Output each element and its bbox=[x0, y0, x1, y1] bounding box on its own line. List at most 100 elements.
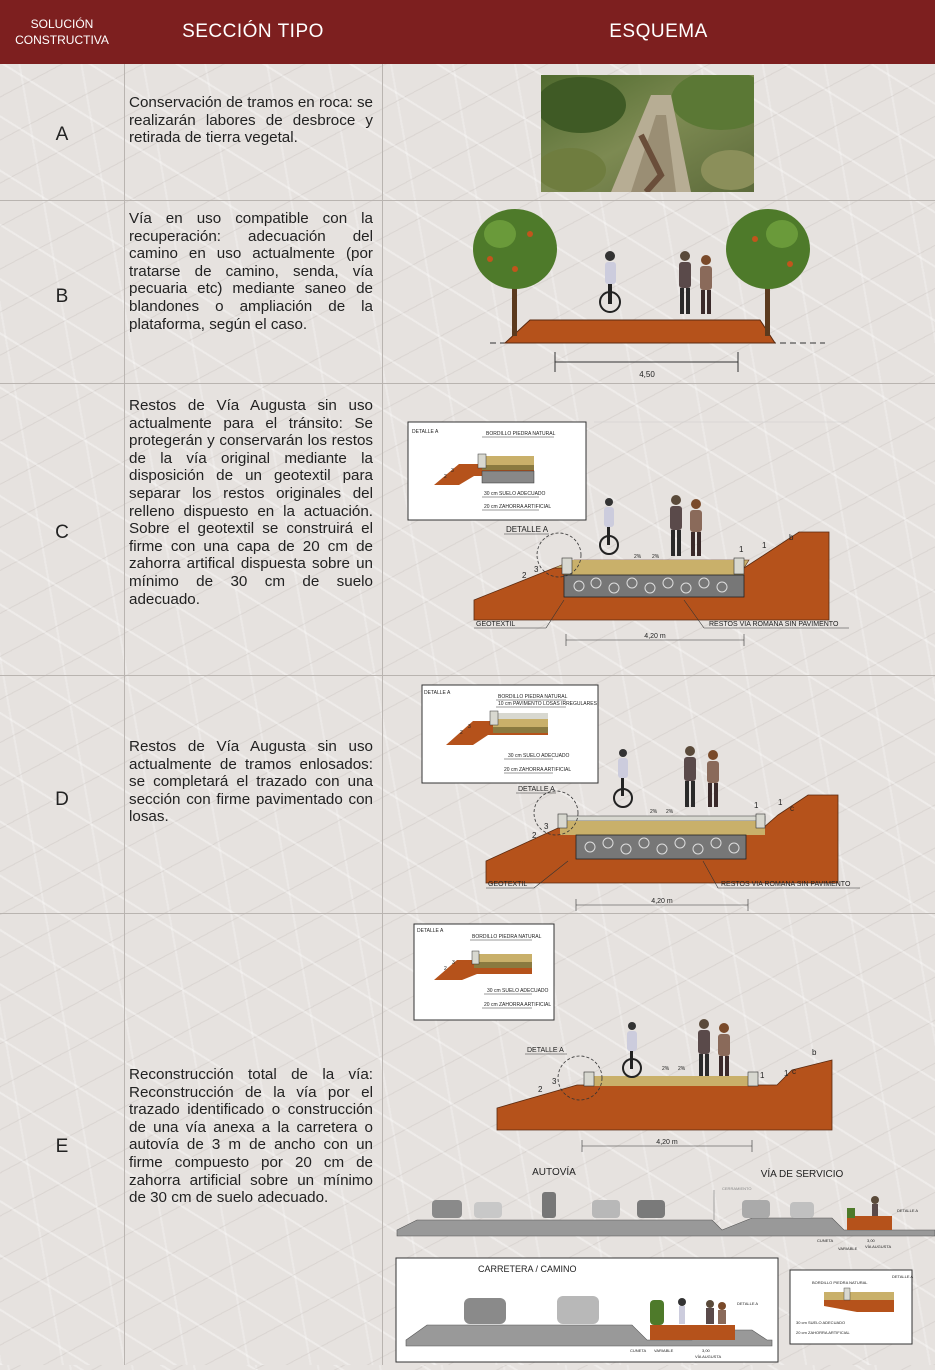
restos-label: RESTOS VIA ROMANA SIN PAVIMENTO bbox=[709, 621, 839, 628]
svg-text:VÍA AUGUSTA: VÍA AUGUSTA bbox=[865, 1244, 891, 1249]
svg-text:2: 2 bbox=[444, 966, 447, 972]
row-letter-d: D bbox=[55, 789, 69, 810]
svg-text:CUNETA: CUNETA bbox=[817, 1238, 833, 1243]
scheme-d-section: DETALLE A BORDILLO PIEDRA NATURAL 10 cm … bbox=[418, 683, 870, 911]
svg-text:2: 2 bbox=[522, 571, 527, 580]
zahorra-label: 20 cm ZAHORRA ARTIFICIAL bbox=[504, 767, 571, 773]
zahorra-label: 20 cm ZAHORRA ARTIFICIAL bbox=[484, 1002, 551, 1008]
svg-text:1: 1 bbox=[784, 1069, 789, 1078]
detalle-a-label: DETALLE A bbox=[527, 1047, 564, 1054]
svg-text:1: 1 bbox=[754, 801, 759, 810]
svg-text:BORDILLO PIEDRA NATURAL: BORDILLO PIEDRA NATURAL bbox=[812, 1280, 868, 1285]
zahorra-label: 20 cm ZAHORRA ARTIFICIAL bbox=[484, 504, 551, 510]
restos-label: RESTOS VIA ROMANA SIN PAVIMENTO bbox=[721, 881, 851, 888]
svg-text:3: 3 bbox=[552, 1077, 557, 1086]
walkers-figure bbox=[698, 1019, 730, 1076]
cerramiento-label: CERRAMIENTO bbox=[722, 1186, 751, 1191]
svg-text:VARIABLE: VARIABLE bbox=[654, 1348, 674, 1353]
svg-text:1: 1 bbox=[739, 545, 744, 554]
svg-text:2%: 2% bbox=[634, 554, 642, 560]
walkers-figure bbox=[684, 746, 719, 807]
row-letter-b: B bbox=[55, 286, 69, 307]
table-header: SOLUCIÓN CONSTRUCTIVA SECCIÓN TIPO ESQUE… bbox=[0, 0, 935, 64]
losas-label: 10 cm PAVIMENTO LOSAS IRREGULARES bbox=[498, 701, 598, 707]
dimension-label: 4,20 m bbox=[644, 633, 666, 640]
suelo-label: 30 cm SUELO ADECUADO bbox=[487, 988, 549, 994]
bordillo-label: BORDILLO PIEDRA NATURAL bbox=[472, 934, 542, 940]
walkers-figure bbox=[679, 251, 712, 314]
svg-text:DETALLE A: DETALLE A bbox=[892, 1274, 913, 1279]
column-divider bbox=[124, 64, 125, 1365]
column-divider bbox=[382, 64, 383, 1365]
cyclist-figure bbox=[613, 749, 633, 808]
scheme-a-photo bbox=[536, 70, 771, 194]
svg-text:1: 1 bbox=[762, 541, 767, 550]
detalle-a-label: DETALLE A bbox=[518, 786, 555, 793]
row-letter-c: C bbox=[55, 522, 69, 543]
cyclist-figure bbox=[599, 498, 619, 555]
svg-text:VARIABLE: VARIABLE bbox=[838, 1246, 858, 1251]
header-solucion-constructiva: SOLUCIÓN CONSTRUCTIVA bbox=[15, 17, 109, 47]
svg-text:2: 2 bbox=[460, 730, 463, 736]
cyclist-figure bbox=[622, 1022, 642, 1078]
svg-text:2%: 2% bbox=[650, 809, 658, 815]
autovia-label: AUTOVÍA bbox=[532, 1165, 576, 1178]
row-description-b: Vía en uso compatible con la recuperació… bbox=[129, 210, 373, 333]
svg-text:3,00: 3,00 bbox=[702, 1348, 711, 1353]
scheme-e-section: DETALLE A BORDILLO PIEDRA NATURAL 3 2 30… bbox=[392, 920, 935, 1365]
svg-text:3,00: 3,00 bbox=[867, 1238, 876, 1243]
svg-text:1: 1 bbox=[778, 798, 783, 807]
suelo-label: 30 cm SUELO ADECUADO bbox=[508, 753, 570, 759]
dimension-label: 4,20 m bbox=[656, 1139, 678, 1146]
row-letter-e: E bbox=[55, 1136, 69, 1157]
svg-text:b: b bbox=[812, 1048, 817, 1057]
scheme-c-section: DETALLE A BORDILLO PIEDRA NATURAL 3 2 30… bbox=[404, 420, 856, 650]
svg-text:b: b bbox=[789, 533, 794, 542]
row-divider bbox=[0, 913, 935, 914]
row-description-e: Reconstrucción total de la vía: Reconstr… bbox=[129, 1066, 373, 1207]
svg-text:1: 1 bbox=[760, 1071, 765, 1080]
dimension-label: 4,20 m bbox=[651, 898, 673, 905]
svg-text:VÍA AUGUSTA: VÍA AUGUSTA bbox=[695, 1354, 721, 1359]
suelo-label: 30 cm SUELO ADECUADO bbox=[484, 491, 546, 497]
svg-text:c: c bbox=[792, 1067, 796, 1076]
cyclist-figure bbox=[599, 251, 621, 313]
svg-text:c: c bbox=[790, 804, 794, 813]
svg-text:30 cm SUELO ADECUADO: 30 cm SUELO ADECUADO bbox=[796, 1320, 845, 1325]
svg-text:3: 3 bbox=[534, 565, 539, 574]
dimension-label: 4,50 bbox=[639, 370, 655, 379]
svg-text:2%: 2% bbox=[666, 809, 674, 815]
row-divider bbox=[0, 383, 935, 384]
carretera-label: CARRETERA / CAMINO bbox=[478, 1264, 577, 1274]
detalle-a-label: DETALLE A bbox=[506, 525, 549, 534]
via-servicio-label: VÍA DE SERVICIO bbox=[761, 1167, 844, 1180]
svg-text:3: 3 bbox=[544, 822, 549, 831]
svg-text:20 cm ZAHORRA ARTIFICIAL: 20 cm ZAHORRA ARTIFICIAL bbox=[796, 1330, 850, 1335]
bordillo-label: BORDILLO PIEDRA NATURAL bbox=[486, 431, 556, 437]
walkers-figure bbox=[670, 495, 702, 556]
svg-text:3: 3 bbox=[452, 960, 455, 966]
svg-text:2%: 2% bbox=[678, 1066, 686, 1072]
svg-text:3: 3 bbox=[468, 724, 471, 730]
row-description-c: Restos de Vía Augusta sin uso actualment… bbox=[129, 397, 373, 608]
row-letter-a: A bbox=[55, 124, 69, 145]
scheme-b-section: 4,50 bbox=[470, 204, 835, 380]
bordillo-label: BORDILLO PIEDRA NATURAL bbox=[498, 694, 568, 700]
row-divider bbox=[0, 200, 935, 201]
geotextil-label: GEOTEXTIL bbox=[476, 621, 515, 628]
svg-text:3: 3 bbox=[451, 468, 454, 474]
detail-box-title: DETALLE A bbox=[417, 928, 444, 934]
header-esquema: ESQUEMA bbox=[609, 21, 708, 42]
svg-text:2: 2 bbox=[444, 474, 447, 480]
svg-text:2%: 2% bbox=[662, 1066, 670, 1072]
row-divider bbox=[0, 675, 935, 676]
svg-text:2: 2 bbox=[538, 1085, 543, 1094]
svg-text:CUNETA: CUNETA bbox=[630, 1348, 646, 1353]
row-description-d: Restos de Vía Augusta sin uso actualment… bbox=[129, 738, 373, 826]
svg-text:2: 2 bbox=[532, 831, 537, 840]
svg-text:DETALLE A: DETALLE A bbox=[737, 1301, 758, 1306]
svg-text:DETALLE A: DETALLE A bbox=[897, 1208, 918, 1213]
geotextil-label: GEOTEXTIL bbox=[488, 881, 527, 888]
detail-box-title: DETALLE A bbox=[412, 429, 439, 435]
svg-text:2%: 2% bbox=[652, 554, 660, 560]
